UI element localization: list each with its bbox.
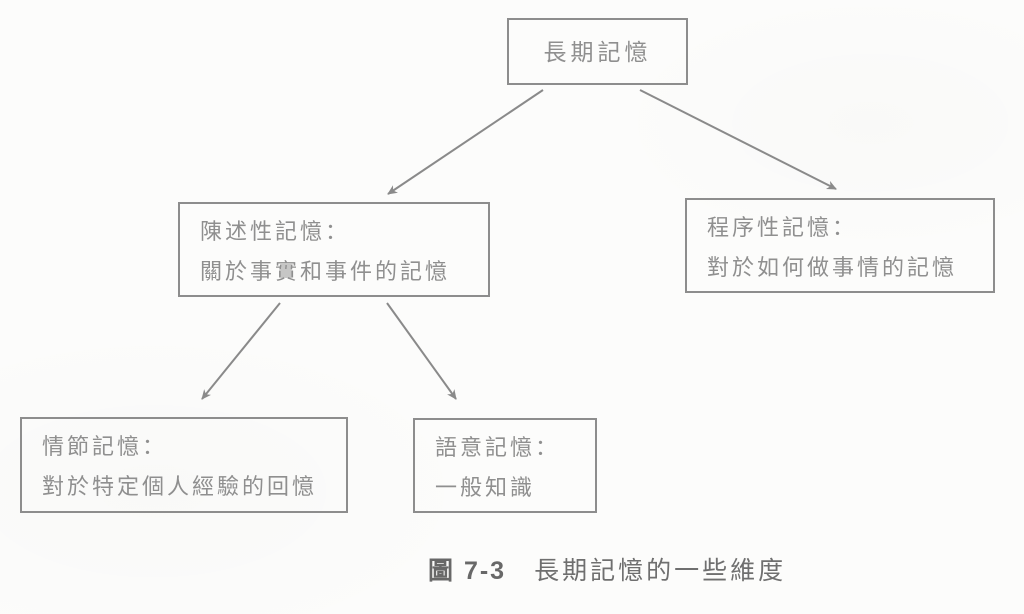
figure-title: 長期記憶的一些維度 — [534, 557, 787, 585]
node-declarative-memory: 陳述性記憶： 關於事實和事件的記憶 — [178, 202, 490, 297]
node-semantic-title: 語意記憶： — [435, 435, 561, 460]
node-procedural-description: 對於如何做事情的記憶 — [707, 255, 958, 280]
arrow-declarative-to-episodic — [201, 302, 281, 400]
arrow-root-to-declarative — [387, 89, 544, 195]
arrow-root-to-procedural — [639, 89, 837, 190]
figure-caption: 圖 7-3 長期記憶的一些維度 — [428, 551, 786, 587]
node-declarative-description: 關於事實和事件的記憶 — [200, 259, 451, 284]
node-declarative-title: 陳述性記憶： — [200, 219, 351, 244]
node-procedural-title: 程序性記憶： — [707, 215, 858, 240]
figure-number: 圖 7-3 — [428, 557, 507, 585]
node-procedural-memory: 程序性記憶： 對於如何做事情的記憶 — [685, 198, 995, 293]
node-long-term-memory-label: 長期記憶 — [543, 38, 652, 65]
node-long-term-memory: 長期記憶 — [507, 18, 688, 85]
node-semantic-memory: 語意記憶： 一般知識 — [413, 418, 597, 513]
node-episodic-title: 情節記憶： — [42, 434, 168, 459]
arrow-declarative-to-semantic — [386, 302, 457, 400]
node-episodic-memory: 情節記憶： 對於特定個人經驗的回憶 — [20, 417, 348, 513]
node-semantic-description: 一般知識 — [435, 475, 536, 500]
node-episodic-description: 對於特定個人經驗的回憶 — [42, 474, 318, 499]
